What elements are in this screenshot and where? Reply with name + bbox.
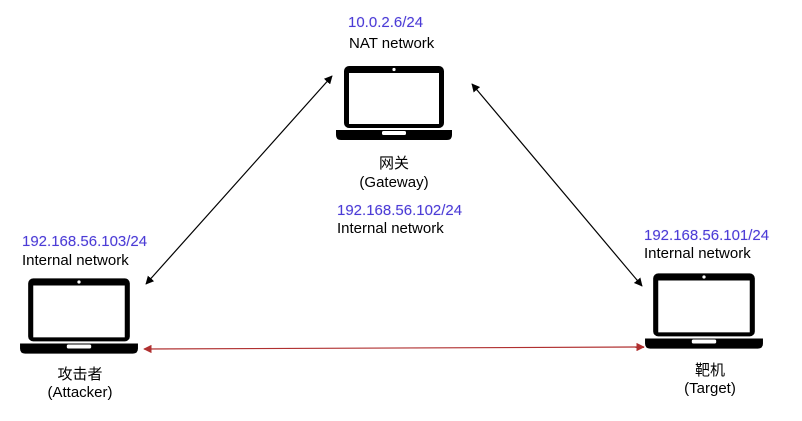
- gateway-name-cn: 网关: [378, 155, 410, 172]
- target-name-en: (Target): [684, 380, 736, 397]
- target-network: Internal network: [644, 245, 751, 262]
- gateway-internal-network: Internal network: [337, 220, 444, 237]
- gateway-ip: 10.0.2.6/24: [348, 14, 424, 31]
- target-laptop-icon: [645, 273, 763, 349]
- link-attacker-target: [143, 342, 645, 354]
- attacker-laptop-icon: [20, 278, 138, 354]
- gateway-name-en: (Gateway): [359, 174, 429, 191]
- attacker-name-cn: 攻击者: [57, 366, 103, 383]
- attacker-name-en: (Attacker): [47, 384, 113, 401]
- attacker-ip: 192.168.56.103/24: [22, 233, 148, 250]
- target-name-cn: 靶机: [694, 362, 726, 379]
- target-ip: 192.168.56.101/24: [644, 227, 770, 244]
- attacker-network: Internal network: [22, 252, 129, 269]
- gateway-internal-ip: 192.168.56.102/24: [337, 202, 463, 219]
- gateway-laptop-icon: [336, 66, 452, 140]
- gateway-network: NAT network: [349, 35, 435, 52]
- link-attacker-gateway: [145, 75, 333, 285]
- link-gateway-target: [471, 83, 643, 287]
